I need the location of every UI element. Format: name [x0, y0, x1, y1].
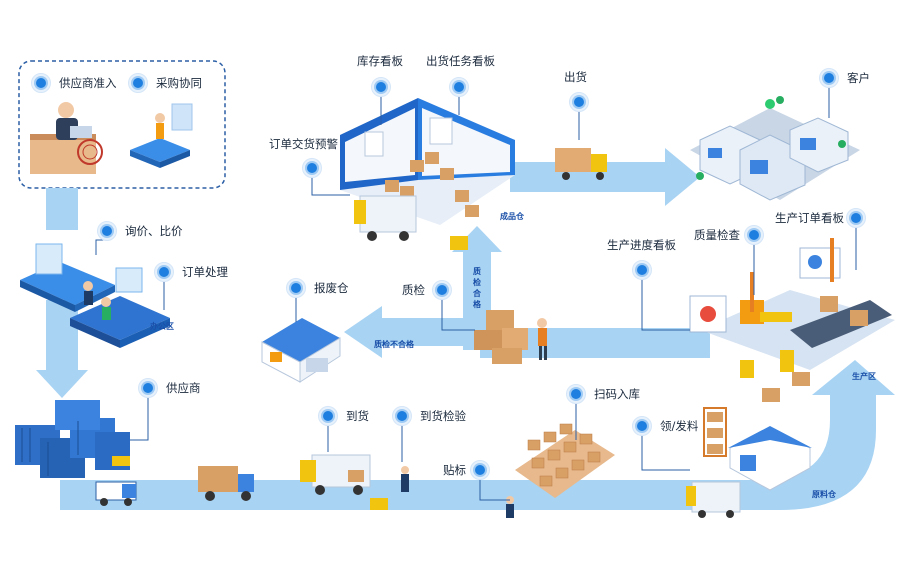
flow-office-to-supplier	[36, 370, 88, 398]
supplier-scene	[15, 400, 137, 506]
pin-scrap-warehouse[interactable]	[286, 278, 306, 298]
pin-production-order[interactable]	[846, 208, 866, 228]
label-production-progress: 生产进度看板	[607, 238, 676, 252]
label-production-area: 生产区	[852, 372, 876, 381]
flow-to-production	[760, 360, 895, 510]
pin-inventory-board[interactable]	[371, 77, 391, 97]
raw-warehouse-building	[686, 426, 812, 518]
label-scrap-warehouse: 报废仓	[314, 281, 349, 295]
customer-buildings	[690, 96, 860, 201]
leader-lines	[95, 88, 857, 501]
label-supplier-access: 供应商准入	[59, 76, 117, 90]
pin-arrival-inspect[interactable]	[392, 406, 412, 426]
label-qc-pass: 质检合格	[473, 267, 481, 309]
label-shipping-board: 出货任务看板	[426, 54, 495, 68]
label-production-order: 生产订单看板	[775, 211, 844, 225]
label-raw-warehouse: 原料仓	[812, 490, 836, 499]
label-issue-material: 领/发料	[660, 419, 699, 433]
label-qc-fail: 质检不合格	[374, 340, 414, 349]
label-purchase-collab: 采购协同	[156, 76, 202, 90]
pin-shipping-board[interactable]	[449, 77, 469, 97]
label-quality-check: 质量检查	[694, 228, 740, 242]
storage-racks	[506, 423, 615, 518]
label-finished-warehouse: 成品仓	[500, 212, 524, 221]
procurement-group-box	[18, 60, 226, 189]
arrival-scene	[300, 454, 409, 510]
pin-arrival[interactable]	[318, 406, 338, 426]
pin-production-progress[interactable]	[632, 260, 652, 280]
label-arrival: 到货	[346, 409, 369, 423]
flow-bottom-main	[60, 480, 780, 510]
label-order-process: 订单处理	[182, 265, 228, 279]
flow-to-customer	[665, 148, 700, 206]
flow-box-to-office	[46, 188, 78, 230]
delivery-truck	[198, 466, 254, 501]
pin-shipping[interactable]	[569, 92, 589, 112]
label-inquiry: 询价、比价	[125, 224, 183, 238]
purchase-collab-scene	[130, 103, 193, 168]
pin-order-warning[interactable]	[302, 158, 322, 178]
pin-order-process[interactable]	[154, 262, 174, 282]
pin-scan-in[interactable]	[566, 384, 586, 404]
label-qc: 质检	[402, 283, 425, 297]
pin-purchase-collab[interactable]	[128, 73, 148, 93]
label-scan-in: 扫码入库	[594, 387, 640, 401]
finished-warehouse-room	[340, 98, 515, 250]
pin-labeling[interactable]	[470, 460, 490, 480]
pin-supplier-access[interactable]	[31, 73, 51, 93]
label-order-warning: 订单交货预警	[269, 137, 338, 151]
pin-qc[interactable]	[432, 280, 452, 300]
flow-to-scrap	[344, 306, 382, 358]
production-area-scene	[689, 238, 895, 402]
pin-issue-material[interactable]	[632, 416, 652, 436]
pin-quality-check[interactable]	[744, 225, 764, 245]
label-office: 办公区	[150, 322, 174, 331]
label-arrival-inspect: 到货检验	[420, 409, 466, 423]
shipping-truck	[555, 148, 607, 180]
material-rack	[703, 407, 727, 457]
office-scene	[20, 243, 170, 348]
pin-inquiry[interactable]	[97, 221, 117, 241]
pin-customer[interactable]	[819, 68, 839, 88]
label-inventory-board: 库存看板	[357, 54, 403, 68]
label-shipping: 出货	[564, 70, 587, 84]
qc-scene	[474, 310, 547, 364]
pin-supplier[interactable]	[138, 378, 158, 398]
label-labeling: 贴标	[443, 463, 466, 477]
label-supplier: 供应商	[166, 381, 201, 395]
scrap-warehouse-building	[261, 318, 341, 383]
supplier-access-scene	[30, 102, 103, 174]
label-customer: 客户	[847, 71, 870, 85]
